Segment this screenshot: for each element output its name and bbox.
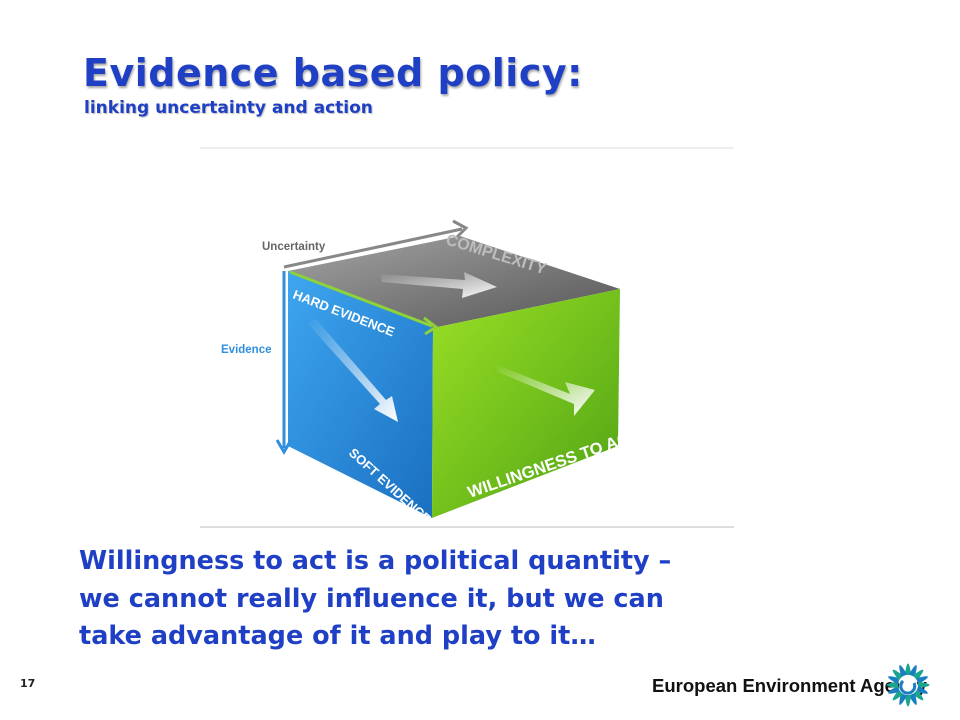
logo-ray	[904, 695, 912, 707]
logo-ray	[888, 676, 900, 685]
logo-ray	[918, 681, 930, 689]
uncertainty-arrowhead-icon	[452, 219, 469, 239]
agency-name: European Environment Agency	[652, 675, 927, 696]
willingness-trend-arrow-icon	[495, 364, 595, 416]
logo-ray	[899, 665, 908, 677]
evidence-trend-arrow-icon	[308, 318, 398, 422]
slide-title: Evidence based policy:	[83, 51, 583, 95]
logo-ray	[886, 681, 898, 689]
slide-subtitle: linking uncertainty and action	[84, 98, 373, 118]
eea-logo-icon	[886, 663, 930, 707]
logo-ray	[916, 685, 928, 694]
logo-ray	[904, 663, 912, 675]
evidence-axis-label: Evidence	[221, 344, 272, 356]
cube-right-face	[432, 289, 620, 518]
body-line: Willingness to act is a political quanti…	[79, 546, 672, 576]
logo-ray	[892, 689, 904, 701]
logo-ray	[892, 669, 904, 681]
cube-edge-arrowhead-icon	[423, 316, 439, 336]
evidence-arrowhead-icon	[275, 439, 293, 455]
body-line: we cannot really influence it, but we ca…	[79, 583, 664, 614]
cube-edge-arrow-line	[289, 270, 433, 328]
evidence-cube-diagram: Uncertainty Evidence COMPLEXITY HARD EVI…	[200, 147, 734, 528]
logo-ray	[908, 665, 917, 677]
uncertainty-axis-label: Uncertainty	[262, 241, 326, 253]
page-number: 17	[20, 677, 36, 690]
logo-ray	[899, 693, 908, 705]
body-line: take advantage of it and play to it…	[79, 621, 596, 651]
logo-ray	[912, 689, 924, 701]
complexity-trend-arrow-icon	[380, 272, 497, 298]
slide-body-text: Willingness to act is a political quanti…	[79, 543, 879, 656]
uncertainty-axis-line	[283, 227, 463, 269]
logo-ray	[912, 669, 924, 681]
